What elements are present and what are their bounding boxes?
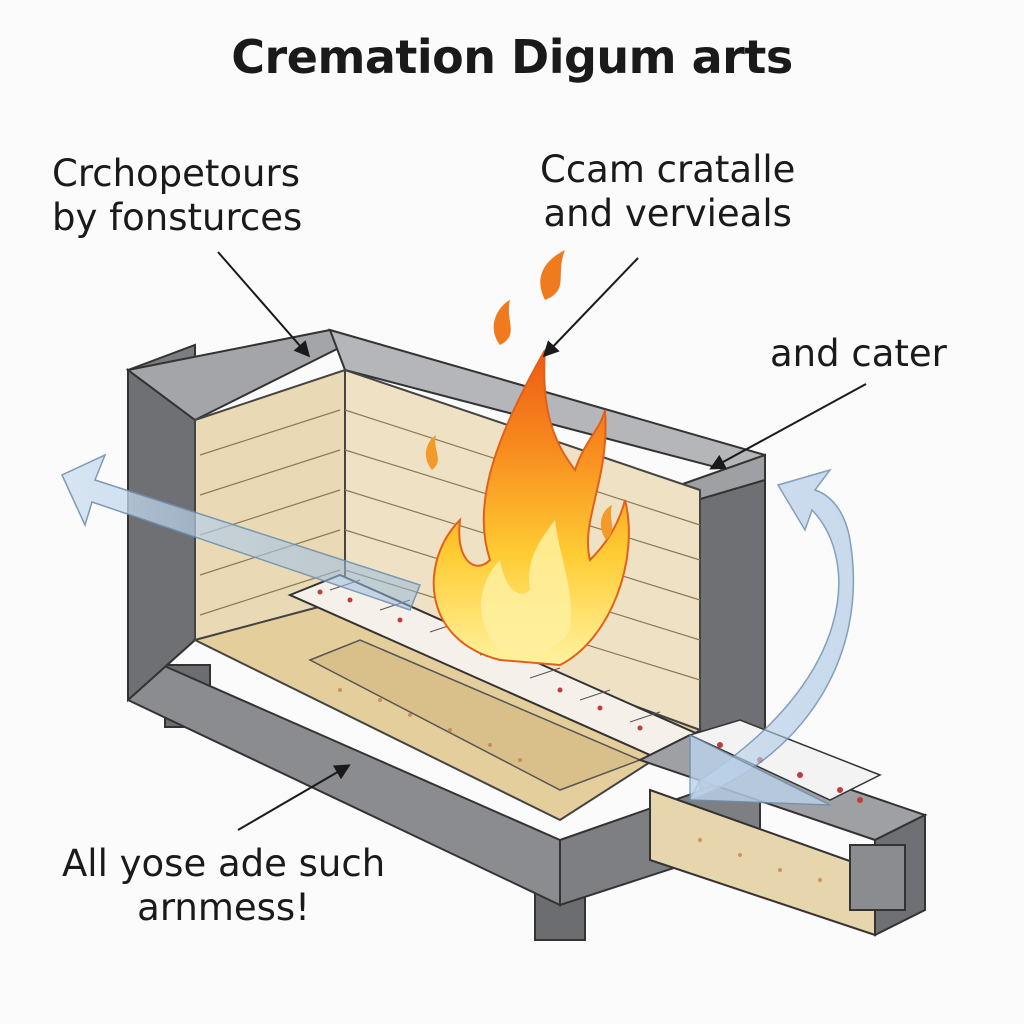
label-bottom-left: All yose ade such arnmess! [62,842,386,929]
exhaust-duct [637,719,928,937]
airflow-arrow-right [688,468,855,806]
diagram-title: Cremation Digum arts [231,30,793,84]
pointer-right [709,383,867,470]
label-top-left: Crchopetours by fonsturces [52,152,303,239]
pointer-bottom-left [237,764,351,831]
label-right: and cater [770,332,947,375]
ash-particles [338,688,822,882]
pointer-top-left [217,251,311,358]
flame-icon [425,250,630,667]
airflow-arrow-left [61,453,421,611]
label-top-center: Ccam cratalle and vervieals [540,148,796,235]
label-pointers [217,251,867,831]
pointer-top-center [542,257,639,358]
